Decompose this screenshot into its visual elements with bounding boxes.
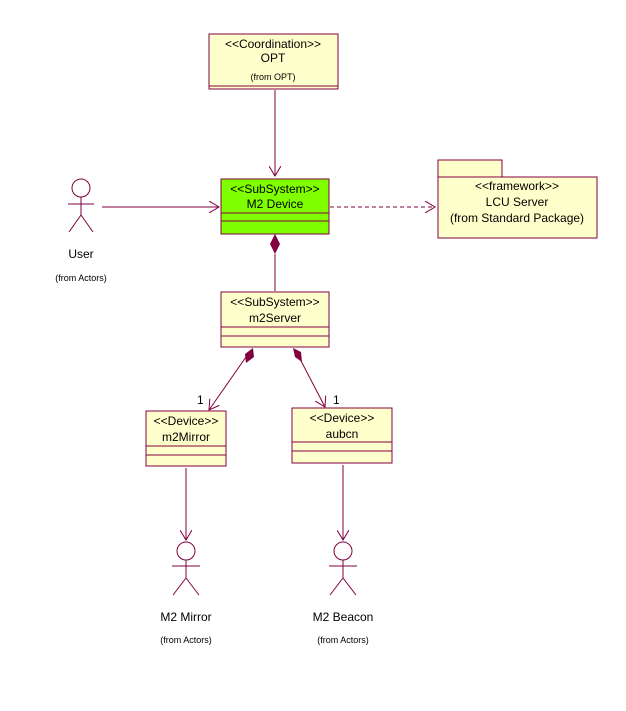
multiplicity-label: 1 <box>197 393 204 407</box>
composition-diamond <box>270 234 280 254</box>
package-from: (from Standard Package) <box>450 211 584 225</box>
class-stereotype: <<Device>> <box>310 411 375 425</box>
actor-icon <box>329 541 357 596</box>
package-lcu-server[interactable]: <<framework>> LCU Server (from Standard … <box>437 159 598 239</box>
class-stereotype: <<SubSystem>> <box>230 182 319 196</box>
actor-icon <box>68 178 94 233</box>
package-stereotype: <<framework>> <box>475 179 559 193</box>
class-stereotype: <<Device>> <box>154 414 219 428</box>
class-m2server[interactable]: <<SubSystem>> m2Server <box>220 291 330 348</box>
actor-user[interactable]: User (from Actors) <box>55 178 107 283</box>
class-from-package: (from OPT) <box>251 72 296 82</box>
actor-name: M2 Beacon <box>313 610 374 624</box>
class-stereotype: <<SubSystem>> <box>230 295 319 309</box>
class-aubcn[interactable]: <<Device>> aubcn <box>291 407 393 464</box>
actor-icon <box>172 541 200 596</box>
class-m2-device[interactable]: <<SubSystem>> M2 Device <box>220 178 330 235</box>
class-name: m2Server <box>249 311 301 325</box>
package-name: LCU Server <box>486 195 549 209</box>
class-name: m2Mirror <box>162 430 210 444</box>
actor-name: User <box>68 247 93 261</box>
class-name: aubcn <box>326 427 359 441</box>
m2server-m2mirror-composition <box>209 356 247 410</box>
class-name: M2 Device <box>247 197 304 211</box>
composition-diamond <box>293 348 302 362</box>
actor-m2-mirror[interactable]: M2 Mirror (from Actors) <box>160 541 212 645</box>
class-m2mirror[interactable]: <<Device>> m2Mirror <box>145 410 227 467</box>
actor-from: (from Actors) <box>317 635 369 645</box>
actor-from: (from Actors) <box>55 273 107 283</box>
class-name: OPT <box>261 51 286 65</box>
actor-name: M2 Mirror <box>160 610 211 624</box>
class-opt[interactable]: <<Coordination>> OPT (from OPT) <box>208 33 339 90</box>
class-stereotype: <<Coordination>> <box>225 37 321 51</box>
multiplicity-label: 1 <box>333 393 340 407</box>
composition-diamond <box>245 348 254 363</box>
m2server-aubcn-composition <box>298 356 325 407</box>
actor-m2-beacon[interactable]: M2 Beacon (from Actors) <box>313 541 374 645</box>
actor-from: (from Actors) <box>160 635 212 645</box>
